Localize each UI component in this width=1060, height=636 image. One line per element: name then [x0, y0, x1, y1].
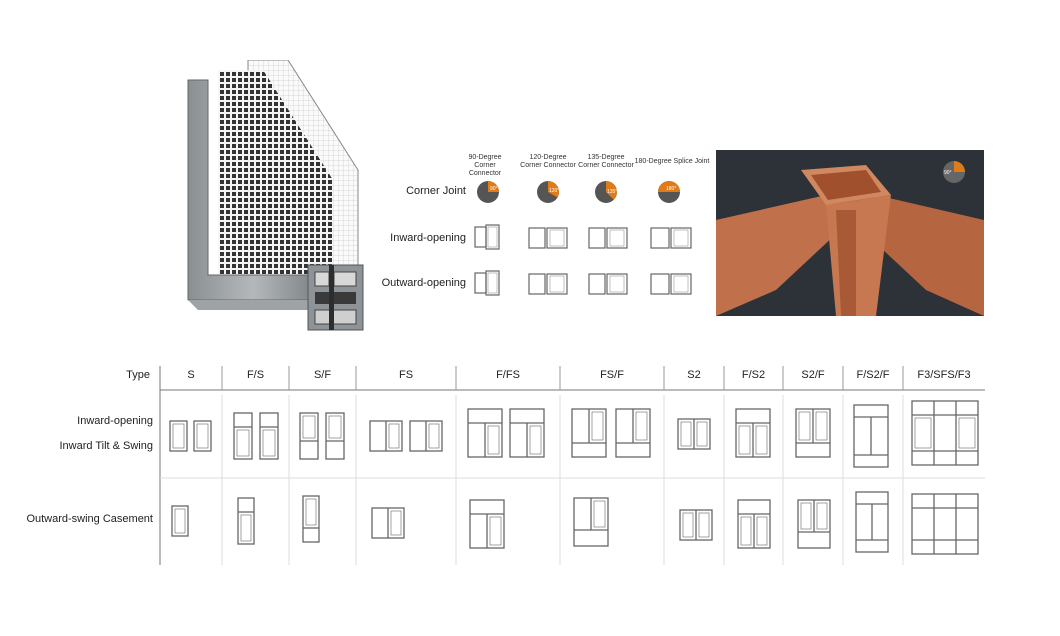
angle-pie-120: 120° [537, 181, 559, 203]
row-label-corner-joint: Corner Joint [406, 185, 466, 197]
col-s2-f: S2/F [801, 369, 825, 381]
col-fs: FS [398, 369, 414, 381]
corner-connector-photo: 90° [716, 150, 984, 316]
mini-window-120-inward [528, 227, 568, 249]
row-label-inward-opening-table: Inward-opening [77, 415, 153, 427]
photo-angle-label: 90° [944, 170, 952, 176]
header-120-degree: 120-Degree Corner Connector [520, 154, 576, 169]
col-fs-f: FS/F [600, 369, 624, 381]
angle-label-180: 180° [666, 186, 676, 192]
row-label-inward-tilt-swing: Inward Tilt & Swing [59, 440, 153, 452]
angle-label-135: 135° [607, 189, 617, 195]
mini-window-120-outward [528, 273, 568, 295]
col-s-f: S/F [313, 369, 332, 381]
mini-window-180-outward [650, 273, 692, 295]
col-s: S [187, 369, 195, 381]
window-profile-illustration [187, 60, 364, 331]
row-label-outward-opening: Outward-opening [381, 277, 466, 289]
mini-window-135-inward [588, 227, 628, 249]
angle-label-90: 90° [490, 186, 498, 192]
header-90-degree: 90-Degree Corner Connector [468, 154, 502, 177]
header-180-degree: 180-Degree Splice Joint [634, 158, 710, 165]
col-f-s2: F/S2 [741, 369, 766, 381]
type-label: Type [126, 369, 150, 381]
col-f-s2-f: F/S2/F [856, 369, 890, 381]
angle-pie-135: 135° [595, 180, 617, 203]
col-f-s: F/S [246, 369, 265, 381]
angle-pie-180: 180° [658, 181, 680, 203]
outward-window-drawings [171, 491, 979, 555]
row-label-outward-swing-casement: Outward-swing Casement [26, 513, 153, 525]
inward-window-drawings [169, 400, 979, 468]
mini-window-180-inward [650, 227, 692, 249]
col-f-fs: F/FS [496, 369, 520, 381]
angle-label-120: 120° [549, 188, 559, 194]
row-label-inward-opening: Inward-opening [390, 232, 466, 244]
col-f3-sfs-f3: F3/SFS/F3 [917, 369, 971, 381]
col-s2: S2 [687, 369, 701, 381]
mini-window-135-outward [588, 273, 628, 295]
mini-window-90-outward [474, 270, 500, 296]
mini-window-90-inward [474, 224, 500, 250]
header-135-degree: 135-Degree Corner Connector [578, 154, 634, 169]
angle-pie-90: 90° [477, 181, 499, 203]
